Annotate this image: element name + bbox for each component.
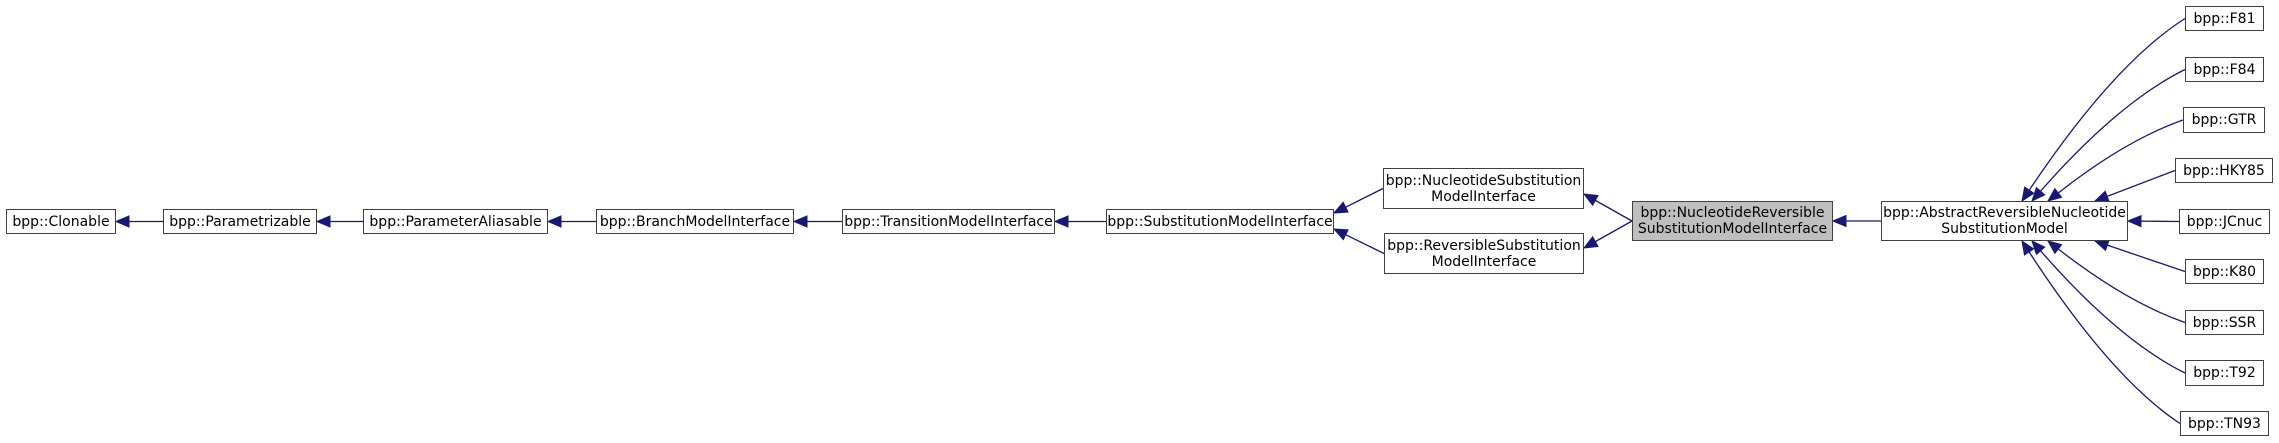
- inheritance-arrowhead-icon: [2046, 187, 2063, 202]
- class-node-label: SubstitutionModelInterface: [1637, 221, 1828, 237]
- class-node-f84[interactable]: bpp::F84: [2185, 57, 2264, 82]
- class-node-label: ModelInterface: [1431, 188, 1536, 205]
- class-node-label: bpp::F81: [2193, 10, 2256, 27]
- class-node-hky85[interactable]: bpp::HKY85: [2175, 158, 2273, 183]
- inheritance-arrowhead-icon: [1582, 235, 1599, 249]
- class-node-label: bpp::SSR: [2192, 314, 2257, 331]
- class-node-gtr[interactable]: bpp::GTR: [2183, 107, 2265, 133]
- inheritance-arrowhead-icon: [2046, 240, 2063, 255]
- edge-f84-to-abstractReversible: [2040, 68, 2186, 192]
- class-node-parameterAliasable[interactable]: bpp::ParameterAliasable: [363, 209, 548, 234]
- class-node-label: bpp::GTR: [2191, 112, 2257, 128]
- class-node-parametrizable[interactable]: bpp::Parametrizable: [163, 209, 317, 234]
- class-node-t92[interactable]: bpp::T92: [2185, 360, 2264, 386]
- class-node-label: bpp::ReversibleSubstitution: [1387, 237, 1581, 254]
- edge-k80-to-abstractReversible: [2107, 244, 2186, 273]
- inheritance-arrowhead-icon: [2021, 239, 2035, 256]
- inheritance-arrowhead-icon: [2093, 190, 2110, 203]
- class-node-label: ModelInterface: [1431, 253, 1537, 270]
- inheritance-arrowhead-icon: [2031, 240, 2046, 256]
- class-node-label: bpp::TransitionModelInterface: [844, 213, 1053, 230]
- inheritance-arrowhead-icon: [1053, 215, 1069, 228]
- class-node-substitutionModel[interactable]: bpp::SubstitutionModelInterface: [1106, 209, 1334, 234]
- edge-t92-to-abstractReversible: [2040, 250, 2186, 374]
- inheritance-arrowhead-icon: [2031, 186, 2046, 202]
- class-node-k80[interactable]: bpp::K80: [2185, 259, 2264, 284]
- inheritance-arrowhead-icon: [2126, 214, 2142, 228]
- class-node-label: bpp::T92: [2193, 365, 2256, 381]
- class-node-label: bpp::F84: [2193, 61, 2256, 78]
- inheritance-arrowhead-icon: [1582, 193, 1599, 207]
- class-node-f81[interactable]: bpp::F81: [2185, 6, 2264, 31]
- inheritance-arrowhead-icon: [315, 215, 331, 228]
- inheritance-arrowhead-icon: [2093, 239, 2110, 252]
- class-node-label: SubstitutionModel: [1941, 221, 2068, 237]
- class-node-label: bpp::TN93: [2188, 415, 2261, 432]
- edge-gtr-to-abstractReversible: [2057, 119, 2184, 194]
- edge-nucleotideSubst-to-substitutionModel: [1345, 187, 1384, 208]
- inheritance-arrowhead-icon: [546, 215, 562, 228]
- class-node-label: bpp::SubstitutionModelInterface: [1107, 213, 1333, 230]
- class-node-label: bpp::NucleotideReversible: [1640, 205, 1825, 221]
- inheritance-arrowhead-icon: [114, 215, 130, 228]
- class-node-ssr[interactable]: bpp::SSR: [2185, 310, 2264, 335]
- class-node-transitionModel[interactable]: bpp::TransitionModelInterface: [842, 209, 1055, 234]
- inheritance-arrowhead-icon: [1332, 228, 1349, 241]
- class-node-tn93[interactable]: bpp::TN93: [2180, 411, 2269, 436]
- edge-ssr-to-abstractReversible: [2057, 248, 2186, 324]
- class-node-clonable[interactable]: bpp::Clonable: [6, 209, 116, 234]
- class-node-label: bpp::JCnuc: [2186, 213, 2263, 230]
- class-node-branchModel[interactable]: bpp::BranchModelInterface: [596, 209, 794, 234]
- edge-hky85-to-abstractReversible: [2106, 169, 2176, 197]
- class-node-label: bpp::Clonable: [12, 213, 110, 230]
- edge-reversibleSubst-to-substitutionModel: [1345, 234, 1385, 255]
- class-node-label: bpp::K80: [2192, 263, 2257, 280]
- inheritance-arrowhead-icon: [1831, 214, 1847, 228]
- class-node-label: bpp::BranchModelInterface: [599, 213, 791, 230]
- edge-nucleotideReversible-to-nucleotideSubst: [1595, 199, 1633, 222]
- inheritance-arrowhead-icon: [792, 215, 808, 228]
- class-node-label: bpp::Parametrizable: [169, 213, 311, 230]
- edge-f81-to-abstractReversible: [2028, 17, 2186, 191]
- class-node-label: bpp::HKY85: [2183, 162, 2265, 179]
- edge-nucleotideReversible-to-reversibleSubst: [1595, 220, 1633, 243]
- inheritance-arrowhead-icon: [1332, 201, 1349, 214]
- class-node-label: bpp::NucleotideSubstitution: [1385, 172, 1582, 189]
- edge-tn93-to-abstractReversible: [2028, 251, 2181, 425]
- class-node-label: bpp::ParameterAliasable: [369, 213, 542, 230]
- inheritance-arrowhead-icon: [2021, 186, 2035, 203]
- class-node-label: bpp::AbstractReversibleNucleotide: [1883, 205, 2126, 221]
- class-node-jcnuc[interactable]: bpp::JCnuc: [2179, 209, 2270, 234]
